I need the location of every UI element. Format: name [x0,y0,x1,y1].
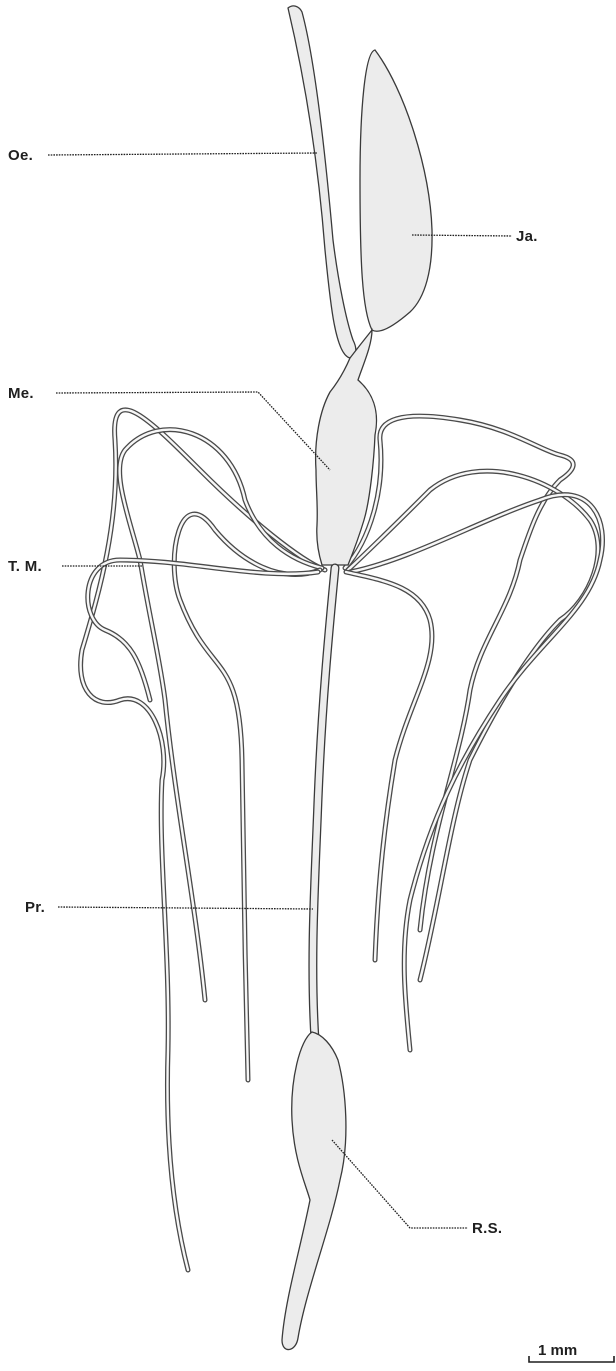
label-tm: T. M. [8,558,42,575]
scale-bar-label: 1 mm [538,1342,577,1359]
scale-bar: 1 mm [529,1342,614,1362]
leader-oe [48,153,318,155]
tubule-right-inner [346,572,432,960]
tubule-right-low [350,495,603,1050]
leader-pr [58,907,313,909]
tubule-right-mid [348,471,598,980]
oesophagus [288,6,356,358]
tubule-left-loop [88,560,318,700]
label-rs: R.S. [472,1220,502,1237]
leader-me [56,392,330,470]
label-pr: Pr. [25,899,45,916]
tubule-left-inner [174,514,320,1080]
tubule-right-top [345,416,573,930]
proctodeum [313,568,335,1040]
tubule-left-outer [81,410,325,1270]
rectal-sac [282,1032,346,1350]
label-ja: Ja. [516,228,538,245]
label-oe: Oe. [8,147,33,164]
leader-rs [332,1140,468,1228]
jaw-organ [360,50,432,331]
label-me: Me. [8,385,34,402]
leader-lines [48,153,512,1228]
